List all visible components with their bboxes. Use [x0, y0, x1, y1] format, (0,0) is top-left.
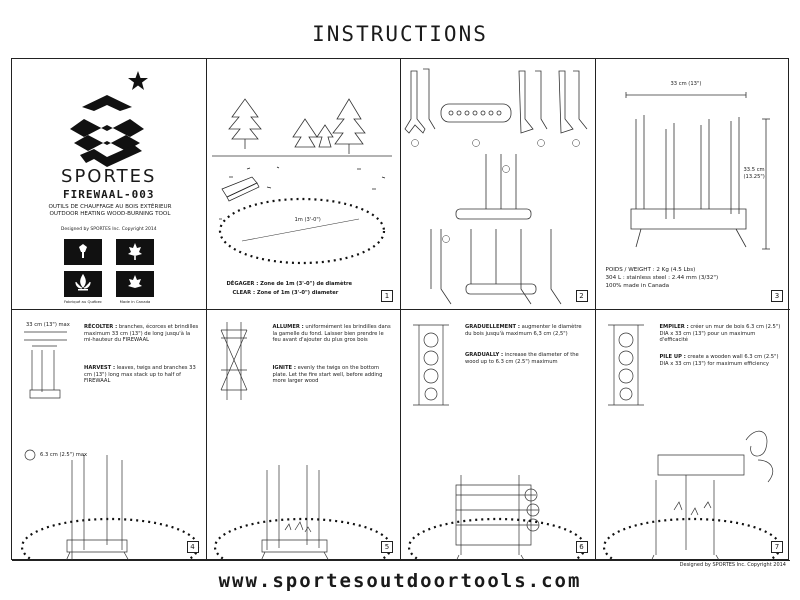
harvest-illustration — [20, 331, 200, 560]
gradually-en-text: increase the diameter of the wood up to … — [465, 352, 579, 365]
pile-up-illustration — [602, 324, 781, 560]
firewaal-specs-illustration — [625, 92, 770, 250]
flag-label-quebec: Fabriqué au Québec — [63, 299, 103, 304]
gradually-fr-title: GRADUELLEMENT : — [465, 324, 520, 330]
clear-caption: CLEAR : Zone of 1m (3'-0") diameter — [232, 290, 339, 296]
height-label: 33.5 cm (13.25") — [743, 167, 765, 180]
gradually-illustration — [407, 324, 587, 560]
step-number: 4 — [186, 541, 199, 553]
pile-up-en: PILE UP : create a wooden wall 6.3 cm (2… — [660, 354, 782, 367]
ignite-en-text: evenly the twigs on the bottom plate. Le… — [272, 365, 383, 384]
maple-leaf-icon — [116, 271, 154, 297]
step-panel-ignite: ALLUMER : uniformément les brindilles da… — [206, 310, 401, 561]
width-label: 33 cm (13") — [670, 81, 702, 87]
pile-up-fr-title: EMPILER : — [659, 324, 689, 330]
dimension-label: 1m (3'-0") — [294, 217, 321, 223]
ignite-en-title: IGNITE : — [272, 365, 296, 371]
brand-name: SPORTES — [61, 166, 157, 187]
size-label: 33 cm (13") max — [26, 322, 70, 328]
pile-up-fr: EMPILER : créer un mur de bois 6.3 cm (2… — [660, 324, 782, 344]
step-panel-assembly: 2 — [401, 59, 596, 310]
fleur-de-lis-icon — [64, 271, 102, 297]
specs-block: POIDS / WEIGHT : 2 Kg (4.5 Lbs) 304 L : … — [606, 266, 719, 290]
step-panel-clear: 1m (3'-0") DÉGAGER : Zone de 1m (3'-0") … — [206, 59, 401, 310]
step-number: 7 — [771, 541, 783, 553]
ignite-en: IGNITE : evenly the twigs on the bottom … — [273, 365, 393, 385]
size-label-diameter: 6.3 cm (2.5") max — [40, 452, 88, 458]
harvest-fr-title: RÉCOLTER : — [84, 324, 118, 330]
origin-spec: 100% made in Canada — [605, 283, 670, 289]
step-number: 6 — [575, 541, 588, 553]
website-url[interactable]: www.sportesoutdoortools.com — [218, 570, 582, 592]
canada-flag-icon — [116, 239, 154, 265]
material-spec: 304 L : stainless steel : 2.44 mm (3/32"… — [605, 275, 719, 281]
description-fr: OUTILS DE CHAUFFAGE AU BOIS EXTÉRIEUR — [48, 204, 172, 210]
step-panel-harvest: 33 cm (13") max 6.3 cm (2.5") max RÉCOLT… — [12, 310, 207, 561]
page-title: INSTRUCTIONS — [312, 22, 488, 46]
harvest-en-text: leaves, twigs and branches 33 cm (13") l… — [84, 365, 196, 384]
degager-caption: DÉGAGER : Zone de 1m (3'-0") de diamètre — [226, 281, 353, 287]
fire-zone-outline — [602, 517, 781, 560]
harvest-fr-text: branches, écorces et brindilles maximum … — [84, 324, 199, 343]
assembly-illustration — [404, 68, 588, 305]
instruction-sheet: SPORTES FIREWAAL-003 OUTILS DE CHAUFFAGE… — [11, 58, 790, 561]
model-number: FIREWAAL-003 — [63, 188, 155, 201]
gradually-fr: GRADUELLEMENT : augmenter le diamètre du… — [465, 324, 587, 337]
harvest-fr: RÉCOLTER : branches, écorces et brindill… — [84, 324, 199, 344]
ignite-fr: ALLUMER : uniformément les brindilles da… — [273, 324, 393, 344]
footer-copyright: Designed by SPORTES Inc. Copyright 2014 — [679, 562, 786, 568]
step-panel-gradually: GRADUELLEMENT : augmenter le diamètre du… — [401, 310, 596, 561]
step-panel-specs: 33 cm (13") 33.5 cm (13.25") POIDS / WEI… — [595, 59, 790, 310]
step-panel-pile-up: EMPILER : créer un mur de bois 6.3 cm (2… — [595, 310, 790, 561]
brand-panel: SPORTES FIREWAAL-003 OUTILS DE CHAUFFAGE… — [12, 59, 207, 310]
ignite-fr-title: ALLUMER : — [272, 324, 304, 330]
sportes-logo — [70, 71, 148, 167]
step-number: 2 — [575, 290, 588, 302]
quebec-flag-icon — [64, 239, 102, 265]
debris-icon — [218, 166, 385, 220]
clear-zone-outline — [218, 197, 385, 265]
flag-label-canada: Made in Canada — [119, 299, 151, 304]
gradually-en: GRADUALLY : increase the diameter of the… — [465, 352, 587, 365]
weight-spec: POIDS / WEIGHT : 2 Kg (4.5 Lbs) — [605, 267, 696, 273]
ignite-fr-text: uniformément les brindilles dans la game… — [272, 324, 391, 343]
ignite-illustration — [213, 322, 392, 560]
pile-up-en-text: create a wooden wall 6.3 cm (2.5") DIA x… — [659, 354, 779, 367]
harvest-en-title: HARVEST : — [84, 365, 116, 371]
harvest-en: HARVEST : leaves, twigs and branches 33 … — [84, 365, 199, 385]
trees-icon — [211, 98, 392, 157]
gradually-fr-text: augmenter le diamètre du bois jusqu'à ma… — [465, 324, 582, 337]
product-description: OUTILS DE CHAUFFAGE AU BOIS EXTÉRIEUR OU… — [26, 204, 194, 218]
clear-area-illustration — [211, 98, 392, 265]
pile-up-en-title: PILE UP : — [659, 354, 686, 360]
gradually-en-title: GRADUALLY : — [465, 352, 504, 358]
step-number: 5 — [381, 541, 393, 553]
description-en: OUTDOOR HEATING WOOD-BURNING TOOL — [49, 211, 171, 217]
pile-up-fr-text: créer un mur de bois 6.3 cm (2.5") DIA x… — [659, 324, 781, 343]
step-number: 3 — [771, 290, 783, 302]
brand-copyright: Designed by SPORTES Inc. Copyright 2014 — [60, 227, 157, 232]
step-number: 1 — [381, 290, 393, 302]
